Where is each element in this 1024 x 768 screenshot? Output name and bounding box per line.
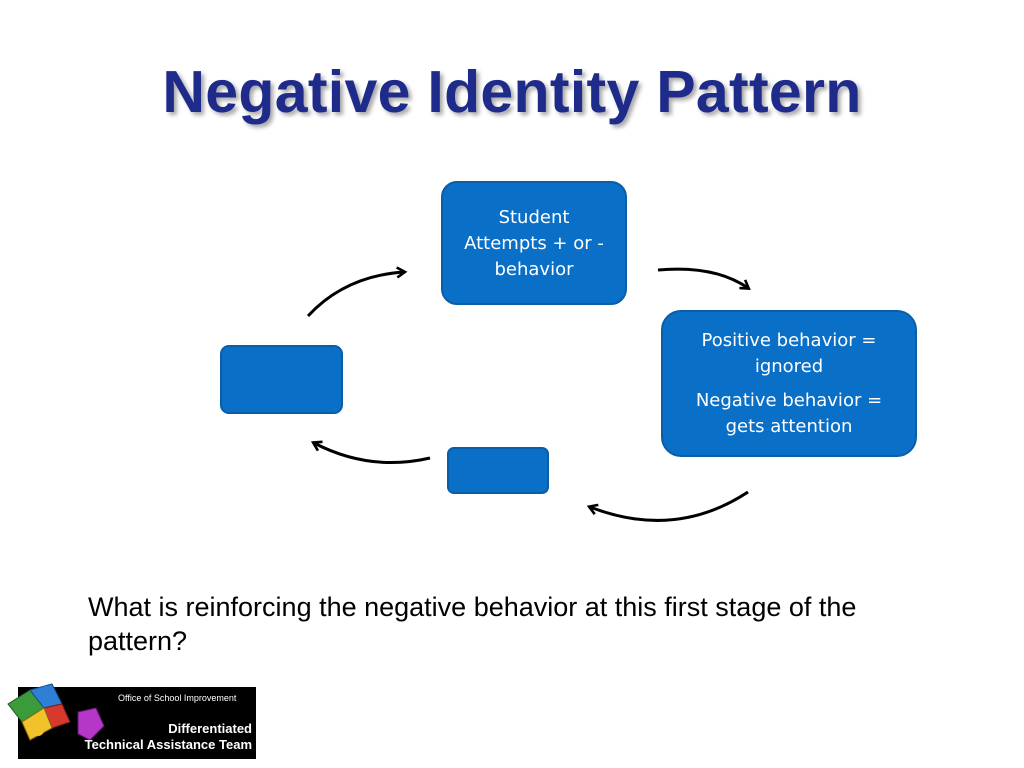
response-negative: Negative behavior = gets attention (696, 388, 882, 440)
response-positive: Positive behavior = ignored (702, 328, 877, 380)
question-text: What is reinforcing the negative behavio… (88, 592, 857, 656)
arrow-left-to-student (306, 272, 404, 318)
puzzle-pieces-icon (7, 683, 105, 741)
node-bottom-blank (447, 447, 549, 494)
node-student-line: Student (498, 207, 570, 228)
logo-office-text: Office of School Improvement (118, 693, 237, 703)
arrow-student-to-response (657, 267, 748, 288)
logo-team-line2: Technical Assistance Team (84, 737, 252, 752)
slide-title: Negative Identity Pattern (162, 59, 862, 125)
node-student-line: Attempts + or - (464, 233, 604, 254)
node-adult-response: Positive behavior = ignored Negative beh… (661, 310, 917, 457)
node-left-blank (220, 345, 343, 414)
response-positive-line: ignored (754, 355, 824, 377)
response-positive-line: Positive behavior = (701, 329, 877, 351)
node-student-line: behavior (494, 259, 574, 280)
node-student-attempts: Student Attempts + or - behavior (441, 181, 627, 305)
response-negative-line: Negative behavior = (695, 389, 883, 411)
response-negative-line: gets attention (725, 415, 853, 437)
logo-team-line1: Differentiated (168, 721, 252, 736)
arrow-response-to-bottom (590, 490, 749, 522)
arrow-bottom-to-left (314, 443, 431, 465)
